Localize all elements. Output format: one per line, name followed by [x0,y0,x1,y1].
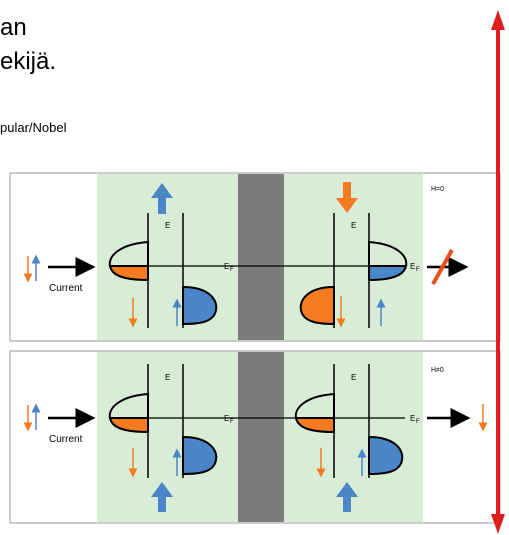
panel-antiparallel: Current H≠0 E E E F E F [9,350,501,524]
energy-label: E [165,373,170,382]
tunnel-barrier [238,174,284,340]
current-label: Current [49,434,83,445]
fermi-label: E [224,262,229,271]
left-ferromagnet [97,174,238,340]
energy-label: E [351,373,356,382]
fermi-label: E [224,414,229,423]
tunnel-barrier [238,352,284,522]
magnetization-up-arrow-icon [151,183,173,214]
energy-label: E [351,221,356,230]
fermi-subscript: F [416,267,420,273]
fermi-label: E [410,262,415,271]
fermi-label: E [410,414,415,423]
field-label: H≠0 [431,367,444,374]
fermi-subscript: F [230,267,234,273]
blocked-slash-icon [431,249,454,285]
magnetization-up-arrow-icon [151,482,173,512]
current-label: Current [49,283,83,294]
heading-line-2: ekijä. [0,48,57,75]
heading-line-1: an [0,14,27,41]
magnetization-down-arrow-icon [336,182,358,213]
red-double-arrow-icon [491,10,505,534]
image-credit: pular/Nobel [0,120,67,135]
field-label: H=0 [431,186,444,193]
fermi-subscript: F [416,419,420,425]
fermi-subscript: F [230,419,234,425]
panel-parallel: Current H=0 E E E F E F [9,172,501,342]
energy-label: E [165,221,170,230]
magnetization-up-arrow-icon [336,482,358,512]
